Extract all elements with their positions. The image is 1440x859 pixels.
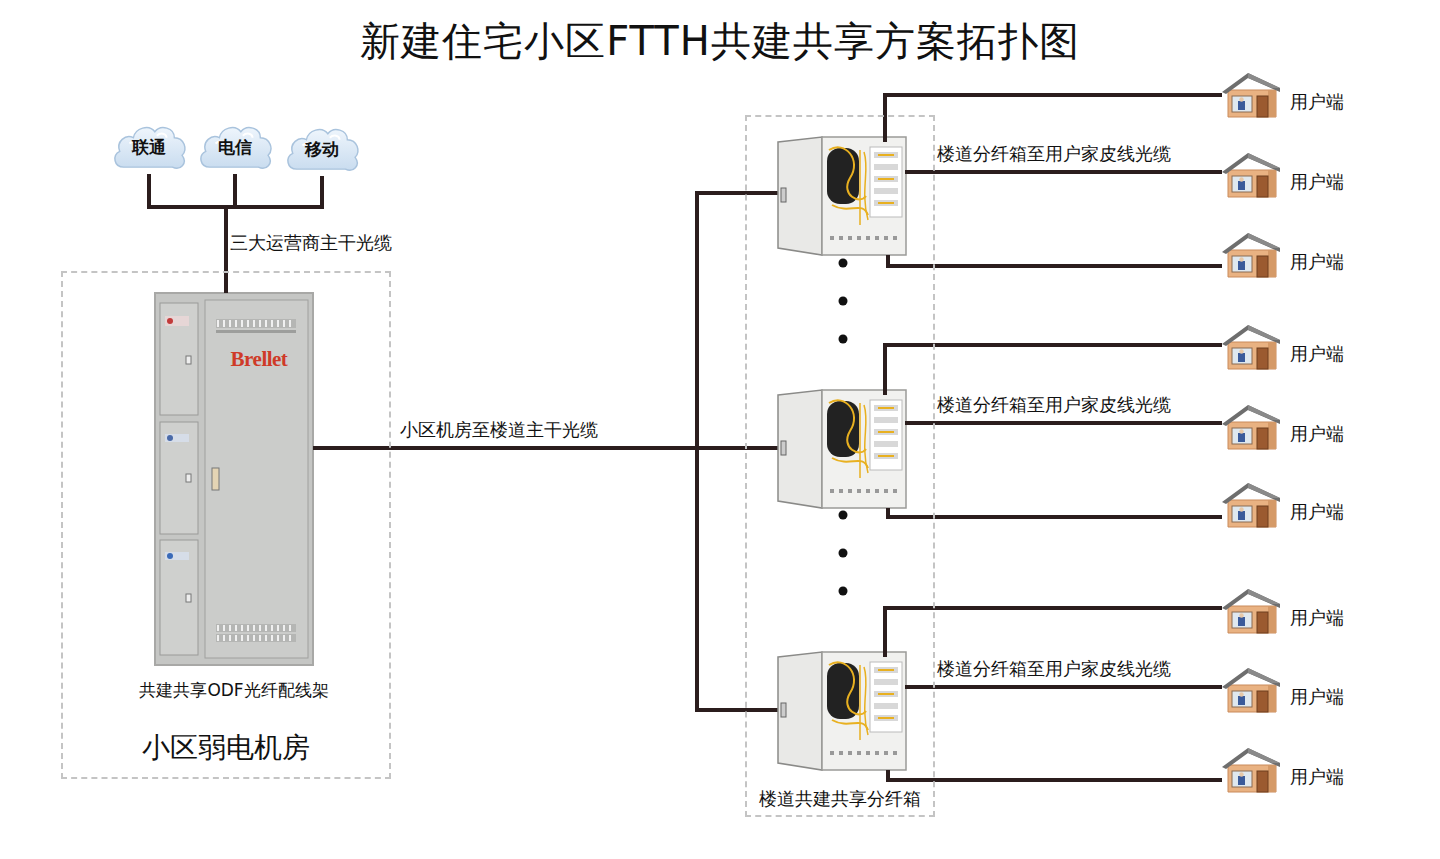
rack-caption: 共建共享ODF光纤配线架 [139, 679, 328, 702]
odf-rack: Brellet共建共享ODF光纤配线架 [155, 293, 313, 665]
fiber-box-illustration [778, 137, 906, 255]
fiber-cable [935, 606, 1222, 610]
user-label: 用户端 [1290, 500, 1344, 524]
user-house: 用户端 [1222, 150, 1280, 198]
user-house: 用户端 [1222, 402, 1280, 450]
ellipsis-dots [839, 259, 848, 596]
group-title: 小区弱电机房 [63, 729, 389, 767]
operator-cloud: 电信 [196, 120, 274, 174]
fiber-cable [313, 446, 745, 450]
cable-label: 三大运营商主干光缆 [230, 231, 392, 255]
user-house: 用户端 [1222, 665, 1280, 713]
fiber-box-illustration [778, 390, 906, 508]
fiber-cable [935, 93, 1222, 97]
fiber-box-group: 楼道共建共享分纤箱 [745, 115, 935, 817]
fiber-cable [935, 264, 1222, 268]
user-label: 用户端 [1290, 765, 1344, 789]
operator-name: 电信 [196, 136, 274, 159]
user-label: 用户端 [1290, 342, 1344, 366]
operator-cloud: 联通 [110, 120, 188, 174]
fiber-cable [935, 778, 1222, 782]
fiber-cable [935, 343, 1222, 347]
group-title: 楼道共建共享分纤箱 [747, 787, 933, 811]
cable-label: 楼道分纤箱至用户家皮线光缆 [937, 142, 1171, 166]
trunk-bus-wire [697, 193, 778, 710]
user-label: 用户端 [1290, 90, 1344, 114]
user-house: 用户端 [1222, 745, 1280, 793]
cable-label: 小区机房至楼道主干光缆 [400, 418, 598, 442]
user-house: 用户端 [1222, 480, 1280, 528]
operator-name: 联通 [110, 136, 188, 159]
fiber-cable [149, 174, 226, 293]
machine-room-group: 小区弱电机房Brellet共建共享ODF光纤配线架 [61, 271, 391, 779]
user-house: 用户端 [1222, 322, 1280, 370]
user-label: 用户端 [1290, 685, 1344, 709]
fiber-cable [935, 685, 1222, 689]
drop-cable-wire [885, 95, 935, 780]
user-label: 用户端 [1290, 422, 1344, 446]
brand-logo: Brellet [205, 347, 313, 372]
fiber-cable [935, 421, 1222, 425]
user-house: 用户端 [1222, 70, 1280, 118]
operator-name: 移动 [283, 138, 361, 161]
fiber-cable [935, 170, 1222, 174]
user-label: 用户端 [1290, 606, 1344, 630]
cable-label: 楼道分纤箱至用户家皮线光缆 [937, 393, 1171, 417]
diagram-title: 新建住宅小区FTTH共建共享方案拓扑图 [0, 14, 1440, 69]
fiber-box-illustration [778, 652, 906, 770]
user-label: 用户端 [1290, 170, 1344, 194]
user-label: 用户端 [1290, 250, 1344, 274]
operator-cloud: 移动 [283, 122, 361, 176]
user-house: 用户端 [1222, 586, 1280, 634]
odf-rack-illustration [155, 293, 313, 665]
fiber-cable [935, 515, 1222, 519]
cable-label: 楼道分纤箱至用户家皮线光缆 [937, 657, 1171, 681]
user-house: 用户端 [1222, 230, 1280, 278]
